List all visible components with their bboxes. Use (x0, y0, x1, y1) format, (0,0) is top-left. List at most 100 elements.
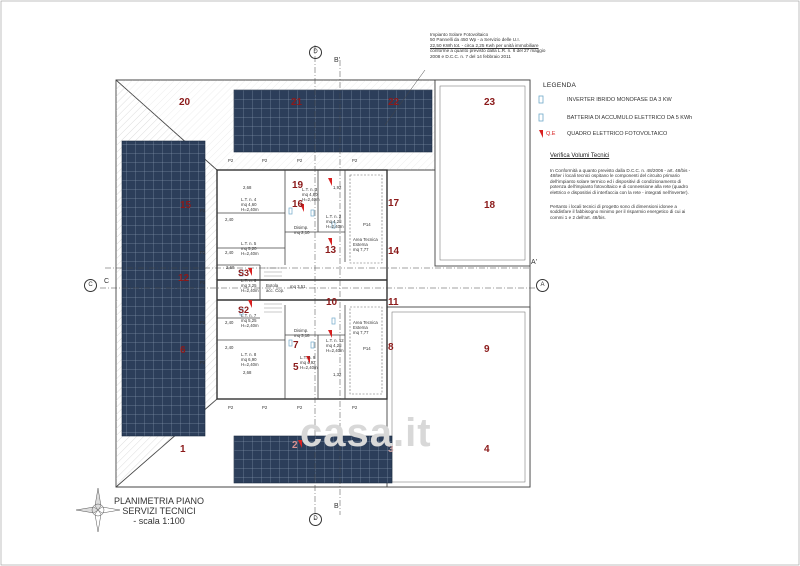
plate-label: P2 (228, 405, 234, 410)
room-area-tecnica-2: Area Tecnica Esterna mq 7,77 (353, 320, 378, 335)
compass-rose (75, 487, 121, 533)
verifica-line: Pertanto i locali tecnici di progetto so… (550, 204, 677, 209)
zone-number: 15 (180, 200, 192, 211)
plate-label: P2 (200, 208, 206, 213)
title-line-2: SERVIZI TECNICI (122, 506, 196, 516)
plate-label: P2 (262, 158, 268, 163)
pv-array-top (233, 89, 433, 153)
dimension-label: 1,92 (333, 185, 342, 190)
zone-number: 7 (293, 340, 299, 351)
section-mark-a-right: A' (531, 259, 538, 266)
verifica-line: 48/ter i locali tecnici ospitano le comp… (550, 173, 680, 179)
legend-item-inverter: INVERTER IBRIDO MONOFASE DA 3 KW (567, 97, 672, 103)
zone-number: 4 (484, 444, 490, 455)
room-disimp-1: Disimp. mq 2,10 (294, 225, 310, 235)
dimension-label: 2,68 (243, 370, 252, 375)
room-scala: mq 3,51 (290, 284, 306, 289)
watermark: casa.it (300, 411, 432, 455)
verifica-line: In Conformità a quanto previsto dalla D.… (550, 168, 691, 173)
zone-number: 18 (484, 200, 496, 211)
tech-area-top (349, 174, 383, 264)
zone-number: 6 (180, 345, 186, 356)
zone-number: 13 (325, 245, 337, 256)
section-mark-d-bottom: D (309, 513, 322, 526)
pv-array-bottom (233, 435, 393, 484)
title-block: PLANIMETRIA PIANO SERVIZI TECNICI - scal… (114, 496, 204, 526)
verifica-line: commi 1 e 2 dell'art. 48/bis. (550, 214, 606, 220)
section-mark-d-top: D (309, 46, 322, 59)
dimension-label: 2,68 (243, 185, 252, 190)
solar-note-line: conforme a quanto previsto dalla L.R. n.… (430, 48, 546, 54)
dimension-label: 2,40 (225, 345, 234, 350)
legend-item-panel-prefix: Q.E (546, 131, 556, 137)
zone-number: 3 (388, 444, 394, 455)
section-label-s2: S2 (238, 305, 250, 315)
zone-number: 22 (388, 97, 400, 108)
zone-number: 8 (388, 342, 394, 353)
room-lt4: L.T. n. 4 mq 4,60 H=2,40m (241, 197, 259, 212)
tech-area-bottom (349, 306, 383, 395)
section-lines (100, 45, 535, 520)
room-lt3: L.T. n. 3 mq 4,80 H=2,40m (302, 187, 320, 202)
plate-label: P14 (363, 222, 371, 227)
zone-number: 21 (291, 97, 303, 108)
section-mark-c-left: C (84, 279, 97, 292)
room-lt9: L.T. n. 9 mq 4,92 H=2,40m (300, 355, 318, 370)
dimension-label: 1,32 (333, 372, 342, 377)
electric-panel-markers (248, 178, 332, 448)
room-lt12: L.T. n. 12 mq 4,28 H=2,40m (326, 338, 344, 353)
panel-icon (539, 130, 543, 138)
terrace-top (434, 79, 531, 267)
plate-label: P2 (200, 360, 206, 365)
zone-number: 12 (178, 273, 190, 284)
zone-number: 9 (484, 344, 490, 355)
title-line-3: - scala 1:100 (133, 516, 185, 526)
legend-title: LEGENDA (543, 82, 577, 89)
room-lt7: L.T. n. 7 mq 5,25 H=2,40m (241, 313, 259, 328)
section-mark-a-left: A (536, 279, 549, 292)
verifica-line: elettrico e dispositivi di interfaccia c… (550, 189, 689, 195)
zone-number: 14 (388, 246, 400, 257)
plate-label: P2 (297, 405, 303, 410)
zone-number: 16 (292, 199, 304, 210)
verifica-line: soddisfare il fabbisogno minimo per il r… (550, 209, 686, 215)
zone-number: 10 (326, 297, 338, 308)
zone-number: 23 (484, 97, 496, 108)
inverter-icon (538, 95, 544, 104)
zone-number: 20 (179, 97, 191, 108)
plate-label: P2 (228, 158, 234, 163)
section-mark-b-top: B' (334, 57, 341, 64)
title-line-1: PLANIMETRIA PIANO (114, 496, 205, 506)
dimension-label: 2,68 (226, 265, 235, 270)
room-disimp-2: Disimp. mq 3,18 (294, 328, 310, 338)
plate-label: P2 (352, 158, 358, 163)
legend-item-battery: BATTERIA DI ACCUMULO ELETTRICO DA 5 KWh (567, 115, 693, 121)
verifica-title: Verifica Volumi Tecnici (550, 153, 610, 159)
inverter-markers (239, 207, 336, 349)
plate-label: P2 (200, 280, 206, 285)
terrace-bottom (386, 306, 531, 488)
plate-label: P2 (352, 405, 358, 410)
note-leader (384, 69, 426, 126)
room-botola: Botola acc. Cop. (266, 283, 285, 293)
solar-plant-note: Impianto Solare Fotovoltaico 50 Pannelli… (430, 32, 545, 59)
verifica-paragraph-2: Pertanto i locali tecnici di progetto so… (550, 204, 685, 220)
dimension-label: 2,40 (225, 217, 234, 222)
legend-item-panel: QUADRO ELETTRICO FOTOVOLTAICO (567, 131, 668, 137)
room-lt5: L.T. n. 5 mq 5,20 H=2,40m (241, 241, 259, 256)
interior-walls (217, 170, 346, 399)
room-lt6: L.T. n. 6 mq 3,25 H=2,40m (241, 278, 259, 293)
building-walls (216, 169, 388, 400)
terrace-inner-top (439, 85, 526, 261)
room-lt8: L.T. n. 8 mq 6,90 H=2,40m (241, 352, 259, 367)
zone-number: 17 (388, 198, 400, 209)
solar-note-line: 22,50 KWh tot. - circa 2,25 Kwh per unit… (430, 42, 539, 48)
plate-label: P2 (200, 320, 206, 325)
plate-label: P2 (297, 158, 303, 163)
plate-label: P14 (363, 346, 371, 351)
solar-note-line: 50 Pannelli da 450 Wp - a Servizio delle… (430, 37, 520, 43)
zone-number: 11 (388, 297, 399, 308)
plate-label: P2 (200, 250, 206, 255)
zone-number: 2 (292, 440, 298, 451)
